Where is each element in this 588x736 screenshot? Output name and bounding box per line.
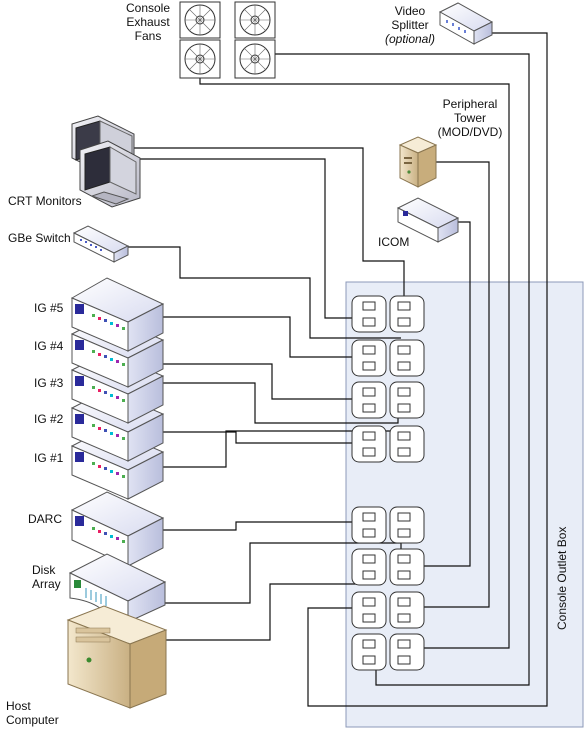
fans-label-line1: Console	[126, 1, 170, 15]
darc-icon	[70, 491, 165, 567]
outlet-row-8	[351, 633, 425, 671]
fans-label-line2: Exhaust	[126, 15, 170, 29]
cable-darc	[163, 521, 363, 531]
console-outlet-box-label: Console Outlet Box	[555, 527, 569, 630]
ig2-label: IG #2	[34, 412, 64, 426]
splitter-label-line1: Video	[395, 4, 426, 18]
disk-label-line1: Disk	[32, 563, 56, 577]
tower-label-line3: (MOD/DVD)	[438, 125, 503, 139]
cable-ig4	[163, 363, 363, 400]
outlet-row-2	[351, 339, 425, 377]
video-splitter-icon	[438, 2, 494, 45]
cable-gbe	[128, 246, 401, 339]
cable-host	[165, 583, 363, 641]
cable-splitter	[307, 32, 548, 707]
cable-fans-bottom	[199, 78, 510, 649]
darc-label: DARC	[28, 512, 62, 526]
outlet-row-1	[351, 295, 425, 333]
fans-label-line3: Fans	[135, 29, 162, 43]
crt-monitors-icon	[71, 115, 141, 208]
cable-ig5	[163, 316, 363, 358]
outlet-row-7	[351, 591, 425, 629]
outlet-row-5	[351, 506, 425, 544]
cable-crt-1	[128, 147, 405, 318]
cable-ig2	[163, 431, 363, 444]
splitter-label-line3: (optional)	[385, 32, 435, 46]
ig5-label: IG #5	[34, 301, 64, 315]
disk-label-line2: Array	[32, 577, 61, 591]
cable-icom	[415, 221, 471, 567]
outlet-row-6	[351, 548, 425, 586]
ig1-label: IG #1	[34, 451, 64, 465]
host-computer-icon	[66, 605, 168, 709]
peripheral-tower-icon	[398, 136, 438, 188]
outlets	[351, 295, 425, 671]
gbe-label: GBe Switch	[8, 231, 71, 245]
tower-label-line2: Tower	[454, 111, 486, 125]
icom-label: ICOM	[378, 235, 409, 249]
cable-fans-top	[272, 53, 530, 686]
gbe-switch-icon	[72, 225, 130, 263]
ig5-unit	[70, 277, 165, 352]
icom-icon	[396, 197, 460, 243]
splitter-label-line2: Splitter	[391, 18, 428, 32]
host-label-line1: Host	[6, 699, 31, 713]
ig-stack-icon	[70, 277, 165, 500]
crt-label: CRT Monitors	[8, 194, 82, 208]
cable-tower	[415, 161, 490, 608]
tower-label-line1: Peripheral	[443, 97, 498, 111]
power-cables	[128, 32, 548, 707]
exhaust-fans-icon	[179, 1, 276, 79]
ig4-label: IG #4	[34, 339, 64, 353]
outlet-row-4	[351, 425, 425, 463]
host-label-line2: Computer	[6, 713, 59, 727]
outlet-row-3	[351, 381, 425, 419]
ig3-label: IG #3	[34, 376, 64, 390]
cable-crt-2	[132, 158, 363, 319]
